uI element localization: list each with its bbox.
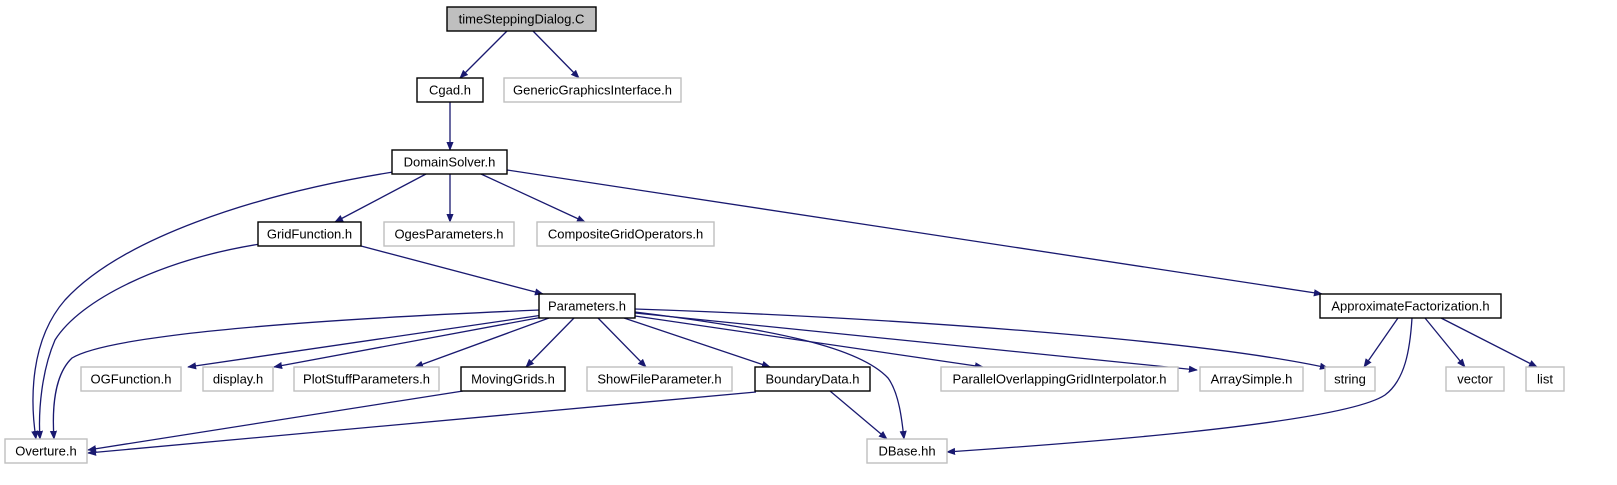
- edge-boundary-data-to-dbase: [829, 390, 888, 440]
- node-parallel-overlapping-grid-interpolator: ParallelOverlappingGridInterpolator.h: [940, 366, 1179, 392]
- edge-time-stepping-dialog-to-generic-graphics-interface: [532, 30, 580, 79]
- node-label: DBase.hh: [878, 444, 935, 459]
- edge-domain-solver-to-grid-function: [334, 173, 427, 223]
- node-list: list: [1525, 366, 1565, 392]
- edge-parameters-to-show-file-parameter: [597, 317, 647, 368]
- node-ogfunction: OGFunction.h: [80, 366, 182, 392]
- node-box: [202, 366, 274, 392]
- node-label: Overture.h: [15, 444, 76, 459]
- edge-parameters-to-dbase: [634, 311, 907, 440]
- node-label: list: [1537, 372, 1553, 387]
- node-overture: Overture.h: [4, 438, 88, 464]
- edge-parameters-to-string: [634, 308, 1329, 370]
- node-label: ParallelOverlappingGridInterpolator.h: [953, 372, 1167, 387]
- node-cgad[interactable]: Cgad.h: [416, 77, 484, 103]
- edge-approximate-factorization-to-vector: [1424, 317, 1466, 368]
- node-dbase: DBase.hh: [866, 438, 948, 464]
- node-box: [1324, 366, 1376, 392]
- node-box: [1319, 293, 1502, 319]
- node-label: string: [1334, 372, 1366, 387]
- node-box: [754, 366, 871, 392]
- node-grid-function[interactable]: GridFunction.h: [257, 221, 362, 247]
- node-show-file-parameter: ShowFileParameter.h: [586, 366, 733, 392]
- node-string: string: [1324, 366, 1376, 392]
- edge-approximate-factorization-to-string: [1363, 317, 1399, 368]
- node-label: timeSteppingDialog.C: [459, 12, 585, 27]
- node-approximate-factorization[interactable]: ApproximateFactorization.h: [1319, 293, 1502, 319]
- node-domain-solver[interactable]: DomainSolver.h: [391, 149, 508, 175]
- node-composite-grid-operators: CompositeGridOperators.h: [536, 221, 715, 247]
- node-box: [383, 221, 515, 247]
- node-box: [586, 366, 733, 392]
- node-box: [1525, 366, 1565, 392]
- edge-domain-solver-to-composite-grid-operators: [480, 173, 586, 223]
- node-label: MovingGrids.h: [471, 372, 555, 387]
- edge-domain-solver-to-approximate-factorization: [506, 169, 1323, 297]
- edge-grid-function-to-overture: [35, 243, 261, 440]
- node-box: [1199, 366, 1304, 392]
- node-box: [391, 149, 508, 175]
- node-box: [940, 366, 1179, 392]
- edge-parameters-to-plot-stuff-parameters: [414, 317, 550, 368]
- node-label: Cgad.h: [429, 83, 471, 98]
- node-box: [416, 77, 484, 103]
- node-label: GridFunction.h: [267, 227, 352, 242]
- edge-moving-grids-to-overture: [87, 390, 464, 453]
- node-display: display.h: [202, 366, 274, 392]
- node-time-stepping-dialog[interactable]: timeSteppingDialog.C: [446, 6, 597, 32]
- node-box: [866, 438, 948, 464]
- edge-parameters-to-array-simple: [634, 312, 1198, 373]
- node-moving-grids[interactable]: MovingGrids.h: [460, 366, 566, 392]
- node-oges-parameters: OgesParameters.h: [383, 221, 515, 247]
- edge-approximate-factorization-to-list: [1440, 317, 1538, 368]
- node-box: [1445, 366, 1505, 392]
- edge-parameters-to-boundary-data: [623, 317, 771, 368]
- edges-layer: [31, 30, 1538, 456]
- edge-parameters-to-display: [273, 316, 544, 370]
- edge-parameters-to-parallel-overlapping-grid-interpolator: [634, 315, 984, 370]
- node-label: Parameters.h: [548, 299, 626, 314]
- edge-time-stepping-dialog-to-cgad: [459, 30, 508, 79]
- node-label: vector: [1457, 372, 1493, 387]
- node-generic-graphics-interface: GenericGraphicsInterface.h: [503, 77, 682, 103]
- node-array-simple: ArraySimple.h: [1199, 366, 1304, 392]
- node-vector: vector: [1445, 366, 1505, 392]
- node-label: ShowFileParameter.h: [597, 372, 721, 387]
- node-label: OGFunction.h: [91, 372, 172, 387]
- node-label: BoundaryData.h: [766, 372, 860, 387]
- edge-approximate-factorization-to-dbase: [946, 317, 1413, 456]
- node-plot-stuff-parameters: PlotStuffParameters.h: [293, 366, 440, 392]
- nodes-layer: timeSteppingDialog.C Cgad.h GenericGraphic…: [4, 6, 1565, 464]
- node-label: OgesParameters.h: [394, 227, 503, 242]
- edge-grid-function-to-parameters: [360, 245, 544, 296]
- node-box: [257, 221, 362, 247]
- node-box: [4, 438, 88, 464]
- edge-parameters-to-ogfunction: [187, 314, 544, 370]
- node-parameters[interactable]: Parameters.h: [538, 293, 636, 319]
- node-box: [538, 293, 636, 319]
- node-box: [460, 366, 566, 392]
- node-label: PlotStuffParameters.h: [303, 372, 430, 387]
- edge-domain-solver-to-overture: [31, 171, 394, 440]
- node-box: [446, 6, 597, 32]
- node-label: ApproximateFactorization.h: [1331, 299, 1489, 314]
- node-label: display.h: [213, 372, 263, 387]
- node-box: [536, 221, 715, 247]
- node-box: [293, 366, 440, 392]
- node-label: CompositeGridOperators.h: [548, 227, 703, 242]
- node-label: ArraySimple.h: [1211, 372, 1293, 387]
- node-box: [80, 366, 182, 392]
- edge-parameters-to-moving-grids: [525, 317, 575, 368]
- node-boundary-data[interactable]: BoundaryData.h: [754, 366, 871, 392]
- edge-boundary-data-to-overture: [87, 391, 757, 456]
- node-label: DomainSolver.h: [404, 155, 496, 170]
- edge-parameters-to-overture: [49, 309, 541, 440]
- node-label: GenericGraphicsInterface.h: [513, 83, 672, 98]
- node-box: [503, 77, 682, 103]
